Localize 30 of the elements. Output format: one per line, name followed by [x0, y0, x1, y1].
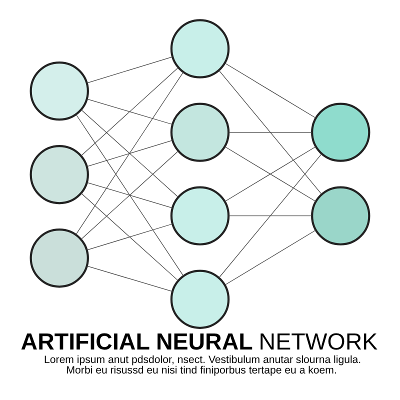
connector	[86, 265, 173, 292]
connector	[76, 72, 184, 235]
node-circle	[311, 186, 370, 245]
caption: Lorem ipsum anut pdsdolor, nsect. Vestibulum anutar slourna ligula. Morbi eu risussd eu nisi tind finiporbus tertape eu a koem.	[44, 353, 362, 376]
node-circle	[311, 102, 370, 162]
node-circle	[170, 269, 230, 328]
diagram-title: ARTIFICIAL NEURAL NETWORK	[20, 328, 378, 354]
connector	[80, 150, 178, 240]
connector	[218, 69, 322, 194]
node-circle	[170, 18, 230, 78]
node-circle	[30, 60, 89, 120]
connector	[228, 215, 312, 216]
connector	[86, 182, 173, 208]
connector	[80, 108, 178, 197]
connector	[224, 62, 316, 118]
connector	[86, 98, 173, 124]
node-circle	[170, 186, 230, 245]
connector	[86, 140, 173, 166]
connector	[86, 223, 173, 250]
connector	[86, 56, 173, 83]
node-circle	[30, 228, 89, 288]
connector	[224, 229, 316, 285]
connector	[80, 66, 178, 156]
node-circle	[170, 102, 230, 162]
node-circle	[30, 144, 89, 204]
connector	[218, 153, 322, 278]
connector	[228, 131, 312, 132]
connector	[224, 146, 316, 202]
connector	[76, 114, 184, 276]
connector	[80, 192, 178, 280]
